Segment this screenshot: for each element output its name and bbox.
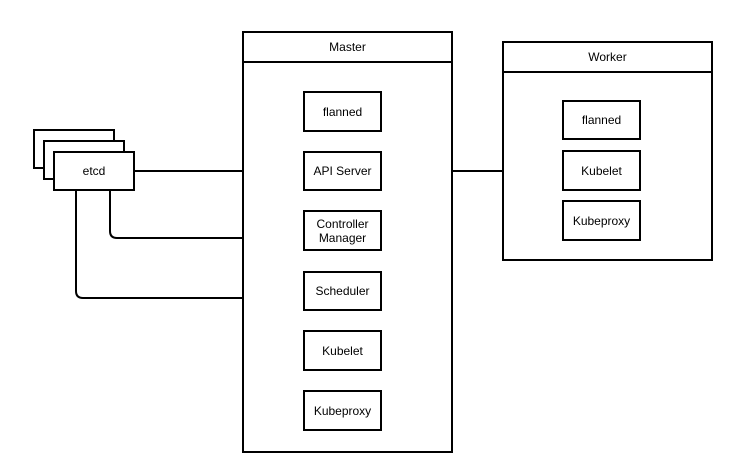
etcd-to-scheduler-line (75, 190, 303, 299)
master-kubelet-label: Kubelet (322, 343, 363, 358)
worker-kubelet-label: Kubelet (581, 163, 622, 178)
master-kubelet-box: Kubelet (303, 330, 382, 371)
master-flanned-label: flanned (322, 104, 363, 119)
master-header: Master (244, 33, 451, 63)
master-title: Master (329, 40, 366, 54)
master-flanned-box: flanned (303, 91, 382, 132)
etcd-to-controller-manager-line (109, 190, 303, 239)
worker-title: Worker (588, 50, 627, 64)
master-scheduler-box: Scheduler (303, 271, 382, 311)
master-controller-manager-box: Controller Manager (303, 210, 382, 251)
worker-kubeproxy-box: Kubeproxy (562, 200, 641, 241)
worker-header: Worker (504, 43, 711, 73)
etcd-label: etcd (82, 164, 106, 178)
master-api-server-label: API Server (313, 164, 372, 178)
master-api-server-box: API Server (303, 151, 382, 191)
worker-kubelet-box: Kubelet (562, 150, 641, 191)
worker-flanned-label: flanned (581, 113, 622, 127)
master-kubeproxy-label: Kubeproxy (313, 403, 372, 418)
etcd-node: etcd (53, 151, 135, 191)
master-controller-manager-label: Controller Manager (316, 216, 369, 245)
worker-kubeproxy-label: Kubeproxy (572, 213, 631, 228)
master-scheduler-label: Scheduler (315, 284, 370, 298)
worker-flanned-box: flanned (562, 100, 641, 140)
master-kubeproxy-box: Kubeproxy (303, 390, 382, 431)
